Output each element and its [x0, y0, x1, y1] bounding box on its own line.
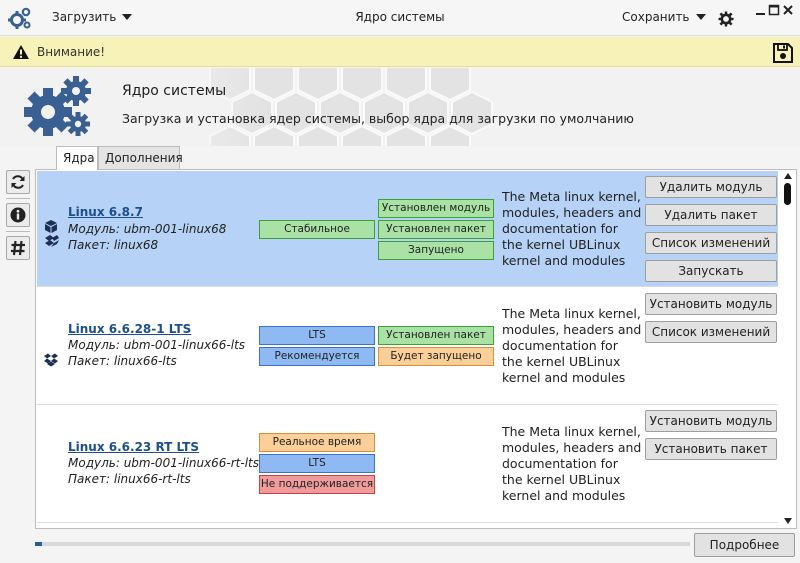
refresh-icon [11, 175, 25, 189]
chevron-down-icon [695, 14, 706, 20]
kernel-row[interactable] [37, 524, 778, 528]
info-button[interactable] [6, 203, 30, 227]
progress-fill [35, 542, 42, 546]
toolbar-separator [6, 231, 30, 232]
warning-bar: Внимание! [0, 37, 800, 67]
remove-package-button[interactable]: Удалить пакет [645, 204, 777, 226]
hash-icon [11, 240, 25, 256]
status-badge: Установлен модуль [378, 199, 494, 218]
warning-icon [13, 45, 29, 59]
run-button[interactable]: Запускать [645, 260, 777, 282]
status-badge: Стабильное [259, 220, 375, 239]
progress-bar [35, 542, 690, 546]
package-module-icon [45, 220, 59, 247]
kernel-description: The Meta linux kernel, modules, headers … [502, 306, 642, 385]
install-module-button[interactable]: Установить модуль [645, 293, 777, 315]
status-badge: Установлен пакет [378, 220, 494, 239]
kernel-description: The Meta linux kernel, modules, headers … [502, 424, 642, 503]
tab-addons[interactable]: Дополнения [98, 146, 183, 169]
save-menu-button[interactable]: Сохранить [622, 10, 706, 24]
save-file-icon[interactable] [772, 42, 794, 64]
kernel-description: The Meta linux kernel, modules, headers … [502, 189, 642, 268]
app-gears-icon [8, 7, 31, 29]
refresh-button[interactable] [6, 170, 30, 194]
hexagon-background [150, 68, 580, 146]
warning-text: Внимание! [37, 45, 106, 59]
kernel-list[interactable]: Linux 6.8.7 Модуль: ubm-001-linux68 Паке… [35, 169, 797, 529]
kernel-package: Пакет: linux66-lts [68, 354, 177, 368]
system-gears-icon [24, 76, 91, 136]
changelog-button[interactable]: Список изменений [645, 321, 777, 343]
changelog-button[interactable]: Список изменений [645, 232, 777, 254]
info-icon [10, 207, 26, 223]
status-badge: Реальное время [259, 433, 375, 452]
kernel-module: Модуль: ubm-001-linux68 [68, 222, 227, 236]
kernel-row[interactable]: Linux 6.6.23 RT LTS Модуль: ubm-001-linu… [37, 406, 778, 523]
kernel-package: Пакет: linux68 [68, 238, 159, 252]
minimize-icon[interactable] [755, 4, 767, 16]
load-menu-button[interactable]: Загрузить [52, 10, 133, 24]
list-scrollbar[interactable] [781, 170, 796, 528]
scroll-up-icon[interactable] [784, 173, 792, 179]
status-badge: Рекомендуется [259, 347, 375, 366]
package-icon [44, 353, 58, 367]
status-badge: Установлен пакет [378, 326, 494, 345]
remove-module-button[interactable]: Удалить модуль [645, 176, 777, 198]
page-subtitle: Загрузка и установка ядер системы, выбор… [122, 111, 634, 126]
scroll-thumb[interactable] [784, 183, 791, 205]
status-badge: LTS [259, 326, 375, 345]
kernel-name-link[interactable]: Linux 6.6.23 RT LTS [68, 440, 200, 454]
load-menu-label: Загрузить [52, 10, 117, 24]
kernel-package: Пакет: linux66-rt-lts [68, 472, 191, 486]
scroll-down-icon[interactable] [784, 518, 792, 524]
install-package-button[interactable]: Установить пакет [645, 438, 777, 460]
kernel-row[interactable]: Linux 6.6.28-1 LTS Модуль: ubm-001-linux… [37, 288, 778, 405]
tab-kernels[interactable]: Ядра [56, 146, 98, 170]
kernel-row[interactable]: Linux 6.8.7 Модуль: ubm-001-linux68 Паке… [37, 171, 778, 287]
page-header: Ядро системы Загрузка и установка ядер с… [0, 68, 800, 146]
chevron-down-icon [122, 14, 133, 20]
status-badge: LTS [259, 454, 375, 473]
maximize-icon[interactable] [768, 4, 780, 16]
hash-button[interactable] [6, 236, 30, 260]
kernel-module: Модуль: ubm-001-linux66-rt-lts [68, 456, 260, 470]
status-badge: Запущено [378, 241, 494, 260]
settings-gear-icon[interactable] [718, 11, 734, 27]
page-title: Ядро системы [122, 83, 227, 99]
toolbar-separator [6, 198, 30, 199]
kernel-name-link[interactable]: Linux 6.6.28-1 LTS [68, 322, 192, 336]
kernel-name-link[interactable]: Linux 6.8.7 [68, 205, 143, 219]
install-module-button[interactable]: Установить модуль [645, 410, 777, 432]
kernel-module: Модуль: ubm-001-linux66-lts [68, 338, 246, 352]
details-button[interactable]: Подробнее [694, 533, 795, 557]
status-badge: Будет запущено [378, 347, 494, 366]
save-menu-label: Сохранить [622, 10, 690, 24]
close-icon[interactable] [782, 4, 794, 16]
status-badge: Не поддерживается [259, 475, 375, 494]
title-bar: Загрузить Ядро системы Сохранить [0, 0, 800, 36]
